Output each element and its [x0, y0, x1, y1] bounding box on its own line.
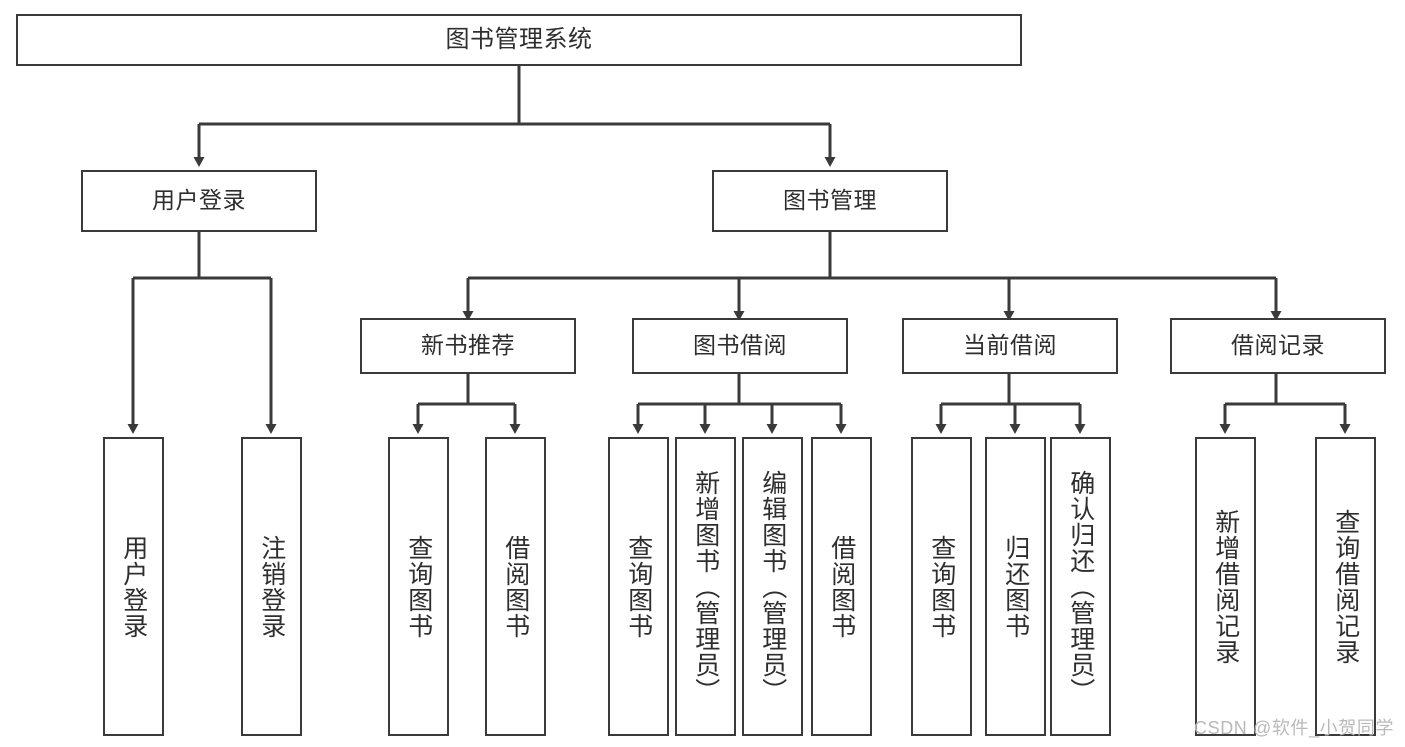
node-leaf-edit-book-admin[interactable]: 编辑图书（管理员）	[742, 437, 803, 736]
node-leaf-confirm-return-admin-label: 确认归还（管理员）	[1066, 469, 1095, 704]
node-user-login[interactable]: 用户登录	[81, 170, 317, 232]
node-current-borrow[interactable]: 当前借阅	[902, 318, 1118, 374]
node-leaf-query-book-2-label: 查询图书	[624, 534, 653, 639]
node-leaf-query-book-3-label: 查询图书	[927, 534, 956, 639]
node-leaf-edit-book-admin-label: 编辑图书（管理员）	[758, 469, 787, 704]
node-leaf-query-book-1[interactable]: 查询图书	[388, 437, 449, 736]
node-new-book-rec[interactable]: 新书推荐	[360, 318, 576, 374]
node-leaf-borrow-book-1[interactable]: 借阅图书	[485, 437, 546, 736]
node-leaf-query-book-2[interactable]: 查询图书	[608, 437, 669, 736]
node-leaf-add-borrow-record[interactable]: 新增借阅记录	[1195, 437, 1256, 736]
node-book-borrow-label: 图书借阅	[693, 332, 787, 359]
node-new-book-rec-label: 新书推荐	[421, 332, 515, 359]
node-borrow-record-label: 借阅记录	[1231, 332, 1325, 359]
node-leaf-query-borrow-record[interactable]: 查询借阅记录	[1315, 437, 1376, 736]
node-leaf-user-login-label: 用户登录	[119, 534, 148, 639]
node-leaf-confirm-return-admin[interactable]: 确认归还（管理员）	[1050, 437, 1111, 736]
node-root[interactable]: 图书管理系统	[16, 14, 1022, 66]
node-leaf-query-borrow-record-label: 查询借阅记录	[1331, 508, 1360, 665]
node-leaf-user-login[interactable]: 用户登录	[103, 437, 164, 736]
node-leaf-borrow-book-1-label: 借阅图书	[501, 534, 530, 639]
node-leaf-return-book[interactable]: 归还图书	[985, 437, 1046, 736]
node-leaf-add-book-admin-label: 新增图书（管理员）	[691, 469, 720, 704]
node-book-borrow[interactable]: 图书借阅	[632, 318, 848, 374]
node-leaf-add-book-admin[interactable]: 新增图书（管理员）	[675, 437, 736, 736]
node-current-borrow-label: 当前借阅	[963, 332, 1057, 359]
node-leaf-borrow-book-2[interactable]: 借阅图书	[811, 437, 872, 736]
node-book-manage-label: 图书管理	[783, 187, 877, 214]
node-borrow-record[interactable]: 借阅记录	[1170, 318, 1386, 374]
node-user-login-label: 用户登录	[152, 187, 246, 214]
node-book-manage[interactable]: 图书管理	[712, 170, 948, 232]
node-leaf-return-book-label: 归还图书	[1001, 534, 1030, 639]
node-leaf-logout[interactable]: 注销登录	[241, 437, 302, 736]
node-leaf-query-book-1-label: 查询图书	[404, 534, 433, 639]
node-leaf-query-book-3[interactable]: 查询图书	[911, 437, 972, 736]
node-root-label: 图书管理系统	[445, 25, 593, 53]
node-leaf-add-borrow-record-label: 新增借阅记录	[1211, 508, 1240, 665]
node-leaf-logout-label: 注销登录	[257, 534, 286, 639]
node-leaf-borrow-book-2-label: 借阅图书	[827, 534, 856, 639]
